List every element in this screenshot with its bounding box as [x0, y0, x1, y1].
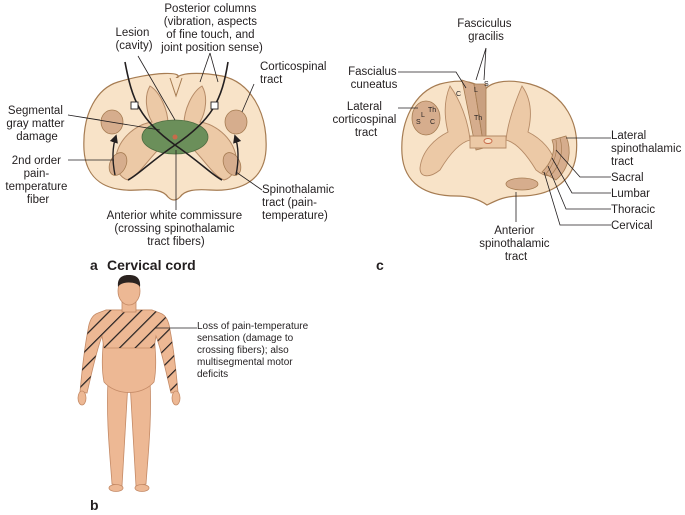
- panel-a-title: Cervical cord: [107, 257, 196, 273]
- label-lateral-cst-1: Lateral: [347, 101, 382, 113]
- label-cuneatus-2: cuneatus: [351, 79, 398, 91]
- svg-text:Lateral spinothalamic: Lateral spinothalamic tract: [611, 130, 685, 168]
- svg-text:Spinothalamic tract (pai: Spinothalamic tract (pain- temperature): [262, 184, 337, 222]
- svg-text:Segmental gray matter: Segmental gray matter damage: [6, 105, 67, 143]
- label-lesion-1: Lesion: [115, 27, 149, 39]
- svg-text:Lateral corticospinal: Lateral corticospinal tract: [332, 101, 399, 139]
- panel-a-crossing-fiber-left: [124, 61, 223, 181]
- label-anterior-commissure-1: Anterior white commissure: [107, 210, 242, 222]
- label-segmental-3: damage: [16, 131, 58, 143]
- panel-c-letter-l: L: [474, 87, 478, 94]
- label-spinothalamic-1: Spinothalamic: [262, 184, 334, 196]
- label-posterior-columns-3: of fine touch, and: [166, 29, 254, 41]
- svg-text:2nd order pain- te: 2nd order pain- temperature fiber: [5, 155, 70, 206]
- panel-c-lateral-spinothalamic: [541, 135, 570, 181]
- panel-a-crossing-fiber-right: [127, 61, 229, 181]
- panel-a-central-canal: [172, 134, 178, 140]
- label-posterior-columns-2: (vibration, aspects: [164, 16, 258, 28]
- label-anterior-stt-1: Anterior: [494, 225, 534, 237]
- svg-text:Fasciculus gracilis: Fasciculus gracilis: [457, 18, 515, 43]
- svg-text:Fascialus cuneatus: Fascialus cuneatus: [348, 66, 400, 91]
- panel-a-letter: a: [90, 257, 98, 273]
- label-lumbar: Lumbar: [611, 188, 650, 200]
- label-posterior-columns-1: Posterior columns: [164, 3, 256, 15]
- panel-c-letter-c: C: [456, 91, 461, 98]
- label-cervical: Cervical: [611, 220, 653, 232]
- label-second-order-4: fiber: [27, 194, 50, 206]
- label-lesion-2: (cavity): [115, 40, 152, 52]
- label-lateral-cst-3: tract: [355, 127, 378, 139]
- panel-c-lateral-corticospinal: [411, 100, 441, 136]
- label-corticospinal-1: Corticospinal: [260, 61, 326, 73]
- panel-c-cst-l: L: [421, 112, 425, 119]
- svg-text:Corticospinal tract: Corticospinal tract: [260, 61, 330, 86]
- panel-b-letter: b: [90, 497, 99, 513]
- label-anterior-stt-3: tract: [505, 251, 528, 263]
- panel-b-label-4: multisegmental motor: [197, 357, 293, 368]
- panel-c-letter-th: Th: [474, 115, 482, 122]
- label-corticospinal-2: tract: [260, 74, 283, 86]
- panel-a-cervical-cord: Posterior columns (vibration, aspects of…: [5, 3, 337, 273]
- label-segmental-2: gray matter: [6, 118, 64, 130]
- label-lateral-stt-3: tract: [611, 156, 634, 168]
- label-thoracic: Thoracic: [611, 204, 655, 216]
- svg-text:Loss of pain-temperature: Loss of pain-temperature sensation (dama…: [197, 321, 311, 380]
- svg-text:Anterior spinothalamic: Anterior spinothalamic tract: [479, 225, 553, 263]
- label-second-order-3: temperature: [5, 181, 67, 193]
- panel-b-label-5: deficits: [197, 369, 228, 380]
- label-spinothalamic-3: temperature): [262, 210, 328, 222]
- panel-b-figure: [77, 275, 181, 492]
- svg-text:Lesion (cavity): Lesion (cavity): [115, 27, 152, 52]
- panel-c-letter: c: [376, 257, 384, 273]
- label-anterior-commissure-3: tract fibers): [147, 236, 205, 248]
- panel-c-cst-s: S: [416, 119, 421, 126]
- panel-b-label-3: crossing fibers); also: [197, 345, 289, 356]
- label-segmental-1: Segmental: [8, 105, 63, 117]
- svg-text:Anterior white commissure: Anterior white commissure (crossing spin…: [107, 210, 246, 248]
- label-spinothalamic-2: tract (pain-: [262, 197, 317, 209]
- label-anterior-stt-2: spinothalamic: [479, 238, 550, 250]
- label-gracilis-1: Fasciculus: [457, 18, 512, 30]
- panel-c-cst-c: C: [430, 119, 435, 126]
- svg-text:Posterior columns (vibra: Posterior columns (vibration, aspects of…: [160, 3, 263, 54]
- panel-c-anterior-spinothalamic: [505, 177, 539, 191]
- label-lateral-stt-2: spinothalamic: [611, 143, 682, 155]
- panel-c-tract-organization: C L S Th S L Th C Fasciculus gracilis Fa…: [332, 18, 685, 273]
- label-anterior-commissure-2: (crossing spinothalamic: [114, 223, 234, 235]
- label-posterior-columns-4: joint position sense): [160, 42, 263, 54]
- panel-b-label-2: sensation (damage to: [197, 333, 294, 344]
- label-second-order-1: 2nd order: [12, 155, 61, 167]
- panel-c-letter-s: S: [484, 81, 489, 88]
- panel-a-right-corticospinal: [224, 109, 248, 135]
- label-second-order-2: pain-: [24, 168, 50, 180]
- label-gracilis-2: gracilis: [468, 31, 504, 43]
- label-sacral: Sacral: [611, 172, 644, 184]
- panel-b-label-1: Loss of pain-temperature: [197, 321, 309, 332]
- panel-c-cst-th: Th: [428, 107, 436, 114]
- label-lateral-stt-1: Lateral: [611, 130, 646, 142]
- label-cuneatus-1: Fascialus: [348, 66, 397, 78]
- label-lateral-cst-2: corticospinal: [332, 114, 396, 126]
- panel-b-body: Loss of pain-temperature sensation (dama…: [77, 275, 311, 513]
